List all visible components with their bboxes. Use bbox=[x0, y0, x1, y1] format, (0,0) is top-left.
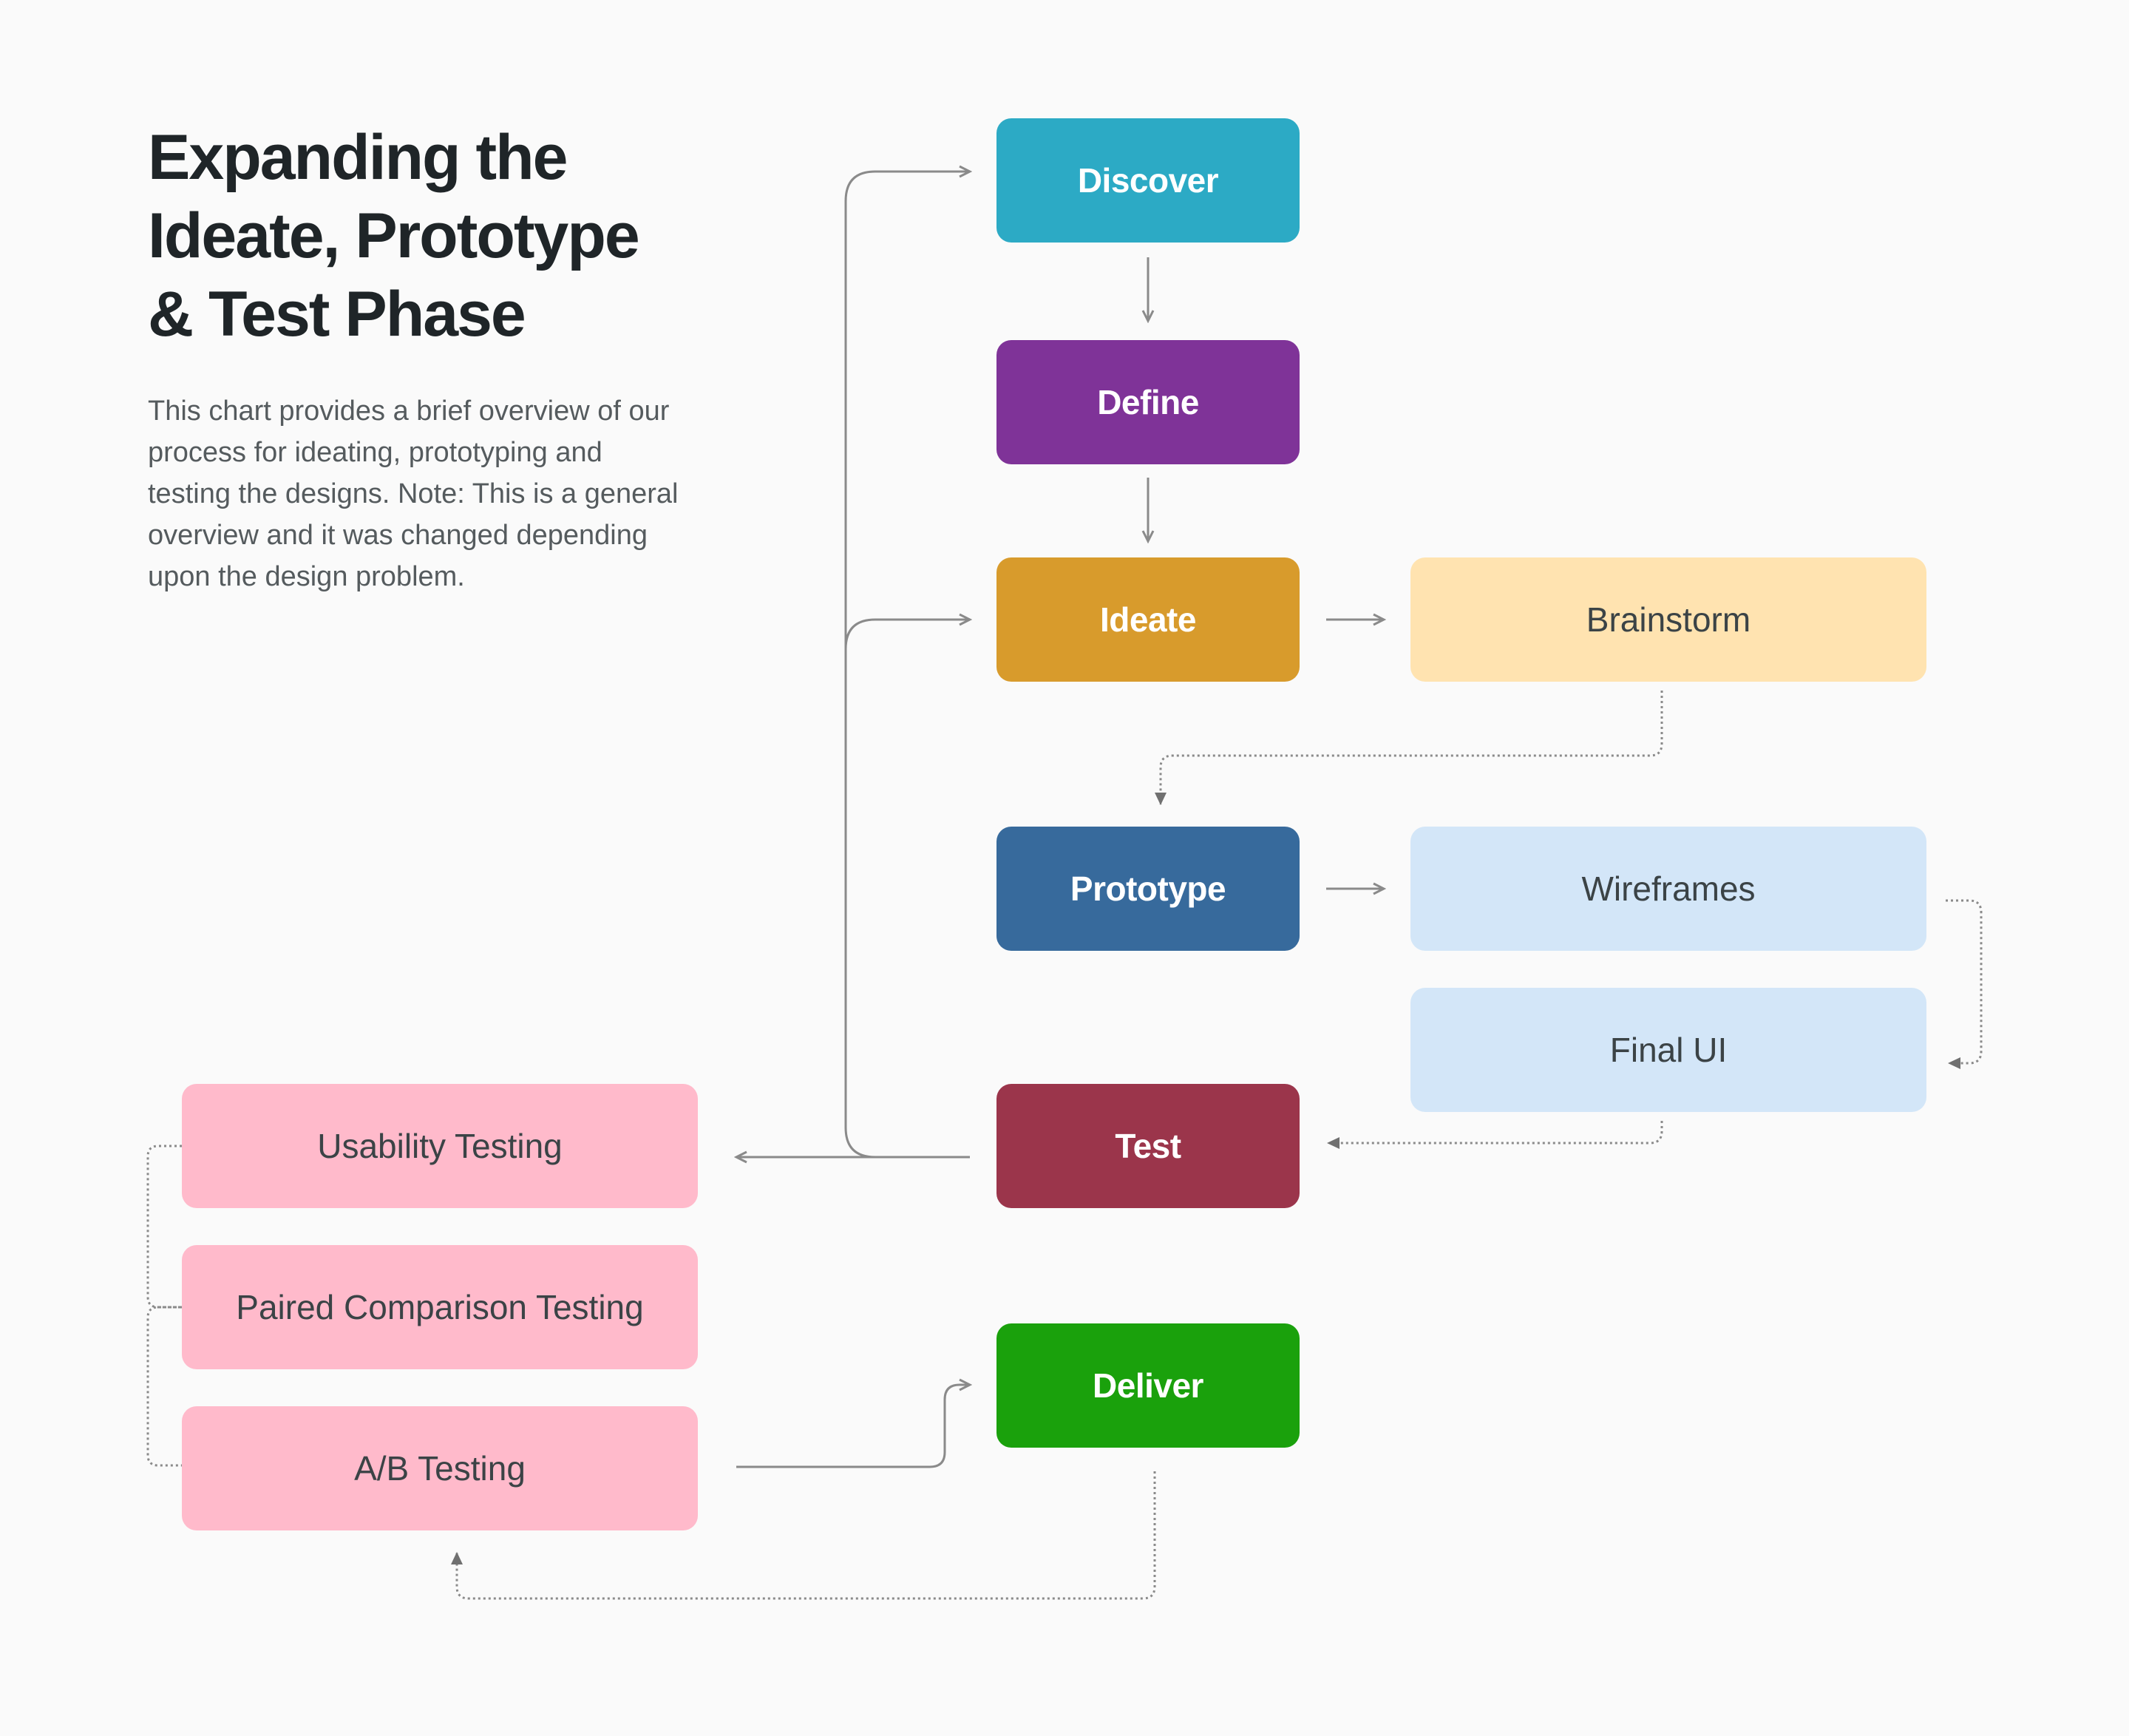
step-usability-testing: Usability Testing bbox=[182, 1084, 698, 1208]
step-ab-testing: A/B Testing bbox=[182, 1406, 698, 1530]
step-final-ui: Final UI bbox=[1410, 988, 1926, 1112]
step-wireframes: Wireframes bbox=[1410, 827, 1926, 951]
title-line-2: Ideate, Prototype bbox=[148, 200, 640, 271]
loop-test-to-discover bbox=[844, 172, 970, 649]
phase-test: Test bbox=[996, 1084, 1300, 1208]
dotted-paired-to-ab bbox=[146, 1306, 182, 1467]
title-line-1: Expanding the bbox=[148, 122, 568, 193]
phase-ideate-label: Ideate bbox=[1100, 600, 1196, 639]
dotted-usability-to-paired bbox=[146, 1145, 182, 1309]
page-title: Expanding the Ideate, Prototype & Test P… bbox=[148, 118, 710, 353]
step-final-ui-label: Final UI bbox=[1609, 1031, 1728, 1069]
step-paired-comparison-testing: Paired Comparison Testing bbox=[182, 1245, 698, 1369]
phase-ideate: Ideate bbox=[996, 557, 1300, 682]
title-line-3: & Test Phase bbox=[148, 279, 526, 350]
arrow-ab-to-deliver bbox=[736, 1385, 970, 1468]
dotted-brainstorm-to-prototype bbox=[1155, 691, 1663, 805]
step-brainstorm-label: Brainstorm bbox=[1586, 600, 1751, 639]
phase-deliver: Deliver bbox=[996, 1323, 1300, 1448]
dotted-finalui-to-test bbox=[1327, 1121, 1663, 1149]
phase-discover: Discover bbox=[996, 118, 1300, 243]
phase-test-label: Test bbox=[1115, 1127, 1181, 1165]
step-ab-testing-label: A/B Testing bbox=[354, 1449, 526, 1488]
step-usability-testing-label: Usability Testing bbox=[317, 1127, 563, 1165]
phase-deliver-label: Deliver bbox=[1093, 1366, 1203, 1405]
phase-prototype: Prototype bbox=[996, 827, 1300, 951]
step-paired-comparison-testing-label: Paired Comparison Testing bbox=[236, 1288, 644, 1326]
step-brainstorm: Brainstorm bbox=[1410, 557, 1926, 682]
dotted-wireframes-to-finalui bbox=[1946, 899, 1983, 1069]
phase-discover-label: Discover bbox=[1077, 161, 1219, 200]
phase-define: Define bbox=[996, 340, 1300, 464]
page-description: This chart provides a brief overview of … bbox=[148, 396, 679, 592]
loop-test-to-ideate bbox=[844, 620, 970, 1159]
step-wireframes-label: Wireframes bbox=[1581, 869, 1756, 908]
phase-define-label: Define bbox=[1097, 383, 1199, 421]
phase-prototype-label: Prototype bbox=[1070, 869, 1226, 908]
dotted-deliver-to-ab bbox=[451, 1471, 1156, 1600]
